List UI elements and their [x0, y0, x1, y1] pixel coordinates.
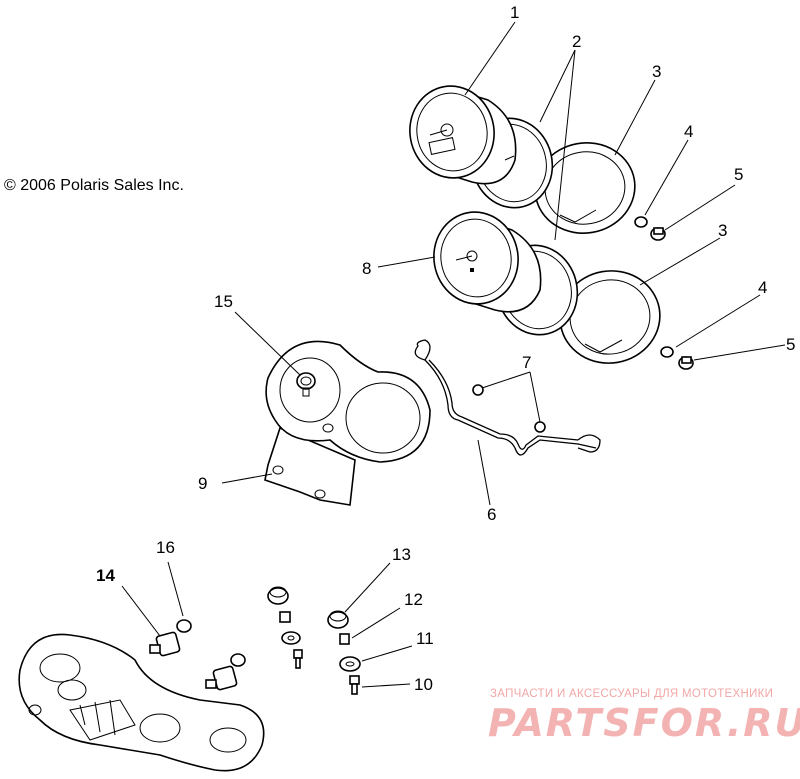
callout-3-lower: 3 — [718, 221, 727, 240]
callout-7: 7 — [522, 353, 531, 372]
callout-3-upper: 3 — [652, 62, 661, 81]
callout-6: 6 — [487, 505, 496, 524]
callout-2: 2 — [572, 32, 581, 51]
copyright-notice: © 2006 Polaris Sales Inc. — [4, 177, 184, 194]
instrument-bracket — [264, 340, 431, 506]
wire-harness — [414, 339, 601, 456]
callout-11: 11 — [416, 629, 434, 648]
callout-10: 10 — [414, 675, 433, 694]
hardware-stack-left — [267, 586, 303, 669]
gauge-upper — [409, 85, 666, 241]
callout-16: 16 — [156, 538, 175, 557]
watermark-brand: PARTSFOR.RU — [488, 701, 800, 745]
callout-4-upper: 4 — [684, 122, 693, 141]
callout-5-upper: 5 — [734, 165, 743, 184]
callout-14: 14 — [96, 566, 115, 585]
gauge-lower — [433, 211, 694, 370]
triple-clamp — [18, 633, 265, 772]
callout-8: 8 — [362, 259, 371, 278]
callout-5-lower: 5 — [786, 335, 795, 354]
watermark-tagline: ЗАПЧАСТИ И АКСЕССУАРЫ ДЛЯ МОТОТЕХНИКИ — [490, 688, 773, 700]
callout-15: 15 — [214, 292, 233, 311]
hardware-stack-right — [327, 610, 361, 695]
callout-13: 13 — [392, 545, 411, 564]
leader-lines — [121, 21, 786, 688]
callout-9: 9 — [198, 474, 207, 493]
callout-4-lower: 4 — [758, 278, 767, 297]
callout-1: 1 — [510, 3, 519, 22]
damper-bushings — [149, 619, 246, 691]
callout-12: 12 — [404, 590, 423, 609]
